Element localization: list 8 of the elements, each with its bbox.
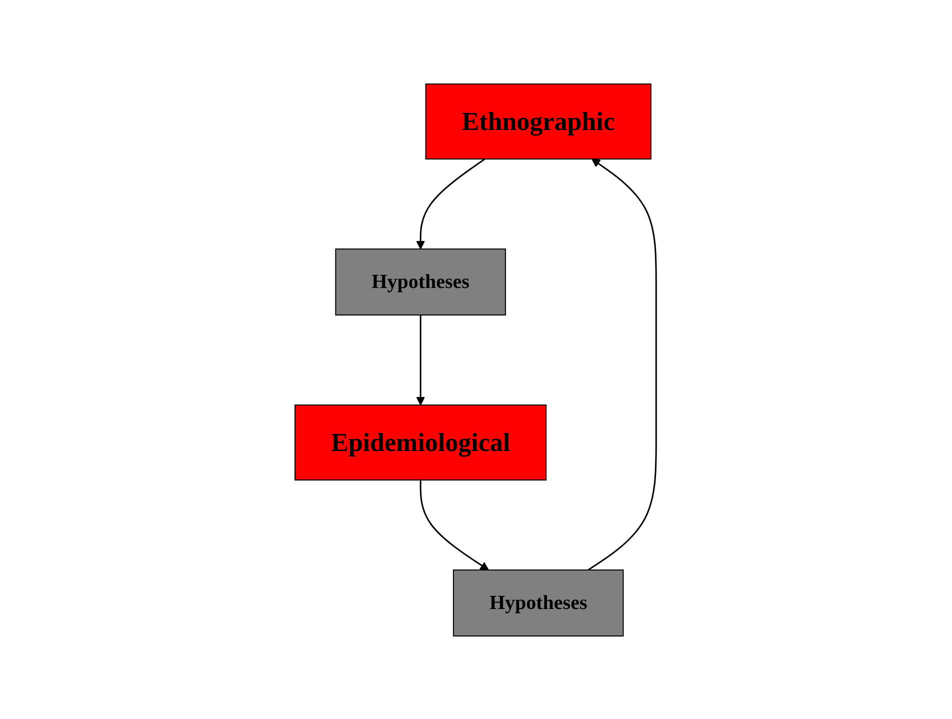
arrow xyxy=(416,158,486,249)
node-box: Hypotheses xyxy=(453,569,624,636)
arrow xyxy=(416,314,426,405)
node-box: Epidemiological xyxy=(294,404,548,480)
node-box: Hypotheses xyxy=(336,248,506,315)
node-box: Ethnographic xyxy=(426,83,652,159)
arrow xyxy=(588,158,658,570)
arrow xyxy=(420,480,490,570)
